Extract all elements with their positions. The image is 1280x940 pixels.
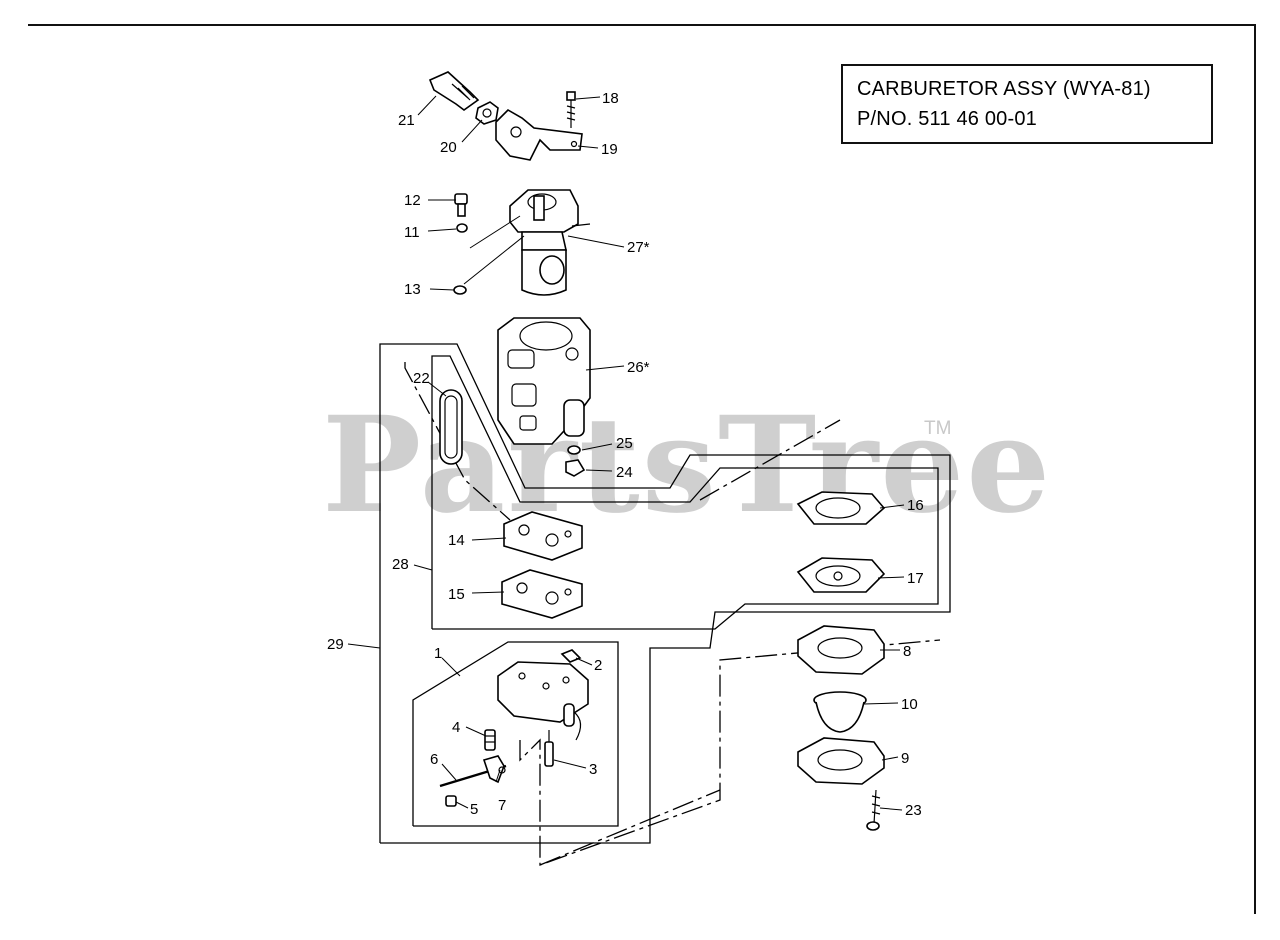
callout-4: 4 — [452, 719, 460, 736]
callout-labels: 21 20 18 19 12 11 13 27* 26* 22 25 24 14… — [327, 90, 924, 819]
throttle-body-27 — [509, 189, 591, 296]
lever-7 — [482, 755, 506, 784]
callout-2: 2 — [594, 657, 602, 674]
callout-6: 6 — [430, 751, 438, 768]
top-border-rule — [28, 24, 1254, 26]
callout-16: 16 — [907, 497, 924, 514]
title-box: CARBURETOR ASSY (WYA-81) P/NO. 511 46 00… — [841, 64, 1213, 144]
pump-cover-8 — [797, 625, 885, 675]
callout-3: 3 — [589, 761, 597, 778]
callout-12: 12 — [404, 192, 421, 209]
callout-7: 7 — [498, 797, 506, 814]
callout-11: 11 — [404, 224, 420, 241]
body-frame-1 — [412, 641, 619, 827]
screw-23 — [866, 789, 881, 831]
kit-frame-29 — [379, 343, 951, 844]
callout-9: 9 — [901, 750, 909, 767]
screen-2 — [560, 649, 582, 663]
callout-18: 18 — [602, 90, 619, 107]
callout-27: 27* — [627, 239, 650, 256]
callout-24: 24 — [616, 464, 633, 481]
spring-4 — [484, 729, 496, 751]
callout-17: 17 — [907, 570, 924, 587]
callout-8: 8 — [903, 643, 911, 660]
screw-18 — [566, 91, 576, 128]
screen-24 — [565, 459, 586, 477]
dashed-connectors — [404, 362, 941, 866]
callout-13: 13 — [404, 281, 421, 298]
kit-frame-28 — [431, 355, 939, 630]
o-ring-11 — [456, 223, 468, 233]
primer-bulb-10 — [813, 691, 867, 733]
assembly-title: CARBURETOR ASSY (WYA-81) — [857, 78, 1151, 100]
bracket-19 — [495, 109, 583, 161]
callout-1: 1 — [434, 645, 442, 662]
callout-14: 14 — [448, 532, 465, 549]
callout-29: 29 — [327, 636, 344, 653]
callout-10: 10 — [901, 696, 918, 713]
gasket-15 — [501, 569, 583, 619]
callout-28: 28 — [392, 556, 409, 573]
callout-15: 15 — [448, 586, 465, 603]
carburetor-body-26 — [497, 317, 591, 445]
nut-20 — [475, 101, 499, 125]
callout-23: 23 — [905, 802, 922, 819]
fitting-21 — [428, 71, 480, 111]
callout-21: 21 — [398, 112, 415, 129]
diaphragm-17 — [796, 557, 886, 593]
o-ring-25 — [567, 445, 581, 455]
callout-5: 5 — [470, 801, 478, 818]
callout-19: 19 — [601, 141, 618, 158]
needle-valve-3 — [544, 730, 554, 767]
part-number: P/NO. 511 46 00-01 — [857, 108, 1038, 130]
gasket-loop-22 — [439, 389, 463, 465]
trademark-symbol: TM — [924, 418, 952, 439]
right-border-rule — [1254, 24, 1256, 914]
callout-22: 22 — [413, 370, 430, 387]
ring-13 — [453, 285, 467, 295]
callout-20: 20 — [440, 139, 457, 156]
guide-lines-27 — [463, 215, 525, 285]
screw-5 — [445, 795, 457, 807]
plug-12 — [454, 193, 468, 217]
gasket-14 — [503, 511, 583, 561]
callout-25: 25 — [616, 435, 633, 452]
gasket-16 — [796, 491, 886, 525]
callout-26: 26* — [627, 359, 650, 376]
metering-body-1 — [497, 661, 589, 741]
leader-lines — [347, 95, 905, 811]
cover-plate-9 — [797, 737, 885, 785]
